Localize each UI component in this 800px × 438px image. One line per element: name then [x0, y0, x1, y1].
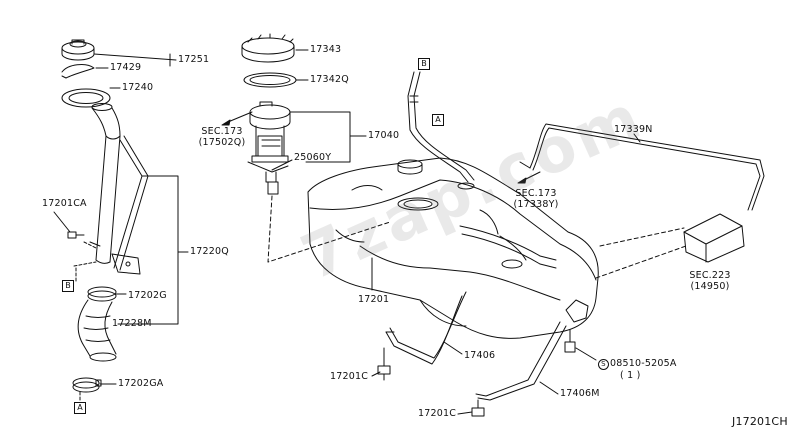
clamp-17202G	[87, 286, 117, 302]
sec-canister-ref: (14950)	[690, 281, 730, 292]
sec-canister: SEC.223 (14950)	[684, 270, 736, 292]
filler-gasket	[61, 88, 111, 108]
leader-17339N	[633, 133, 641, 143]
fuel-pump-assembly	[247, 101, 291, 195]
arrow-tube-sec	[523, 171, 541, 181]
label-17202G: 17202G	[128, 290, 167, 301]
label-17202GA: 17202GA	[118, 378, 164, 389]
label-17339N: 17339N	[614, 124, 653, 135]
label-17406: 17406	[464, 350, 496, 361]
filler-neck	[89, 103, 149, 275]
leader-17406M	[539, 381, 559, 395]
marker-B-top: B	[418, 58, 430, 70]
label-17201: 17201	[358, 294, 390, 305]
marker-B-left: B	[62, 280, 74, 292]
sec-tube-ref: (17338Y)	[513, 199, 559, 210]
label-17228M: 17228M	[112, 318, 152, 329]
leader-25060Y	[271, 159, 293, 171]
sec-tube-title: SEC.173	[515, 188, 557, 199]
label-17040: 17040	[368, 130, 400, 141]
arrow-pump-sec	[227, 111, 253, 123]
leader-08510	[575, 347, 597, 361]
evap-line	[519, 123, 765, 211]
label-17201C-b: 17201C	[418, 408, 457, 419]
dash-canister-2	[599, 227, 685, 247]
label-17201CA: 17201CA	[42, 198, 87, 209]
lock-ring	[241, 33, 295, 63]
label-17220Q: 17220Q	[190, 246, 229, 257]
sec-tube: SEC.173 (17338Y)	[508, 188, 564, 210]
fuel-tank	[307, 157, 599, 339]
evap-canister	[683, 213, 745, 263]
label-08510-qty: ( 1 )	[620, 370, 641, 381]
label-08510-number: 08510-5205A	[610, 358, 677, 369]
bolt-17201C-a	[377, 347, 391, 381]
marker-A-top: A	[432, 114, 444, 126]
leader-17201C-a	[371, 371, 381, 377]
leader-17406	[443, 341, 463, 355]
label-17251: 17251	[178, 54, 210, 65]
label-17429: 17429	[110, 62, 142, 73]
sec-canister-title: SEC.223	[689, 270, 731, 281]
label-17201C-a: 17201C	[330, 371, 369, 382]
label-17240: 17240	[122, 82, 154, 93]
tank-strap-17406M	[475, 321, 567, 401]
s-symbol: S	[598, 359, 609, 370]
leader-17251	[93, 53, 177, 61]
leader-17201C-b	[457, 411, 473, 415]
bolt-08510	[564, 329, 576, 353]
leader-17201CA	[53, 211, 71, 233]
dash-pump-tank	[267, 195, 391, 263]
bolt-17201CA	[67, 231, 97, 249]
dash-B-left-2	[73, 261, 97, 267]
label-17343: 17343	[310, 44, 342, 55]
fuel-feed-tube	[407, 71, 475, 183]
tank-strap-17406	[385, 291, 467, 365]
bracket-17220Q	[117, 175, 179, 325]
dash-canister	[595, 245, 687, 279]
filler-hose	[77, 299, 117, 362]
filler-cap	[61, 39, 95, 61]
pump-seal	[243, 72, 297, 88]
bracket-17040	[289, 111, 351, 163]
sec-pump-title: SEC.173	[201, 126, 243, 137]
figure-code: J17201CH	[732, 415, 788, 428]
marker-A-bottom: A	[74, 402, 86, 414]
sec-pump: SEC.173 (17502Q)	[196, 126, 248, 148]
clamp-17202GA	[72, 377, 102, 393]
cap-tether	[61, 64, 95, 79]
bolt-17201C-b	[471, 399, 485, 417]
label-17406M: 17406M	[560, 388, 600, 399]
label-25060Y: 25060Y	[294, 152, 332, 163]
label-17342Q: 17342Q	[310, 74, 349, 85]
sec-pump-ref: (17502Q)	[198, 137, 246, 148]
